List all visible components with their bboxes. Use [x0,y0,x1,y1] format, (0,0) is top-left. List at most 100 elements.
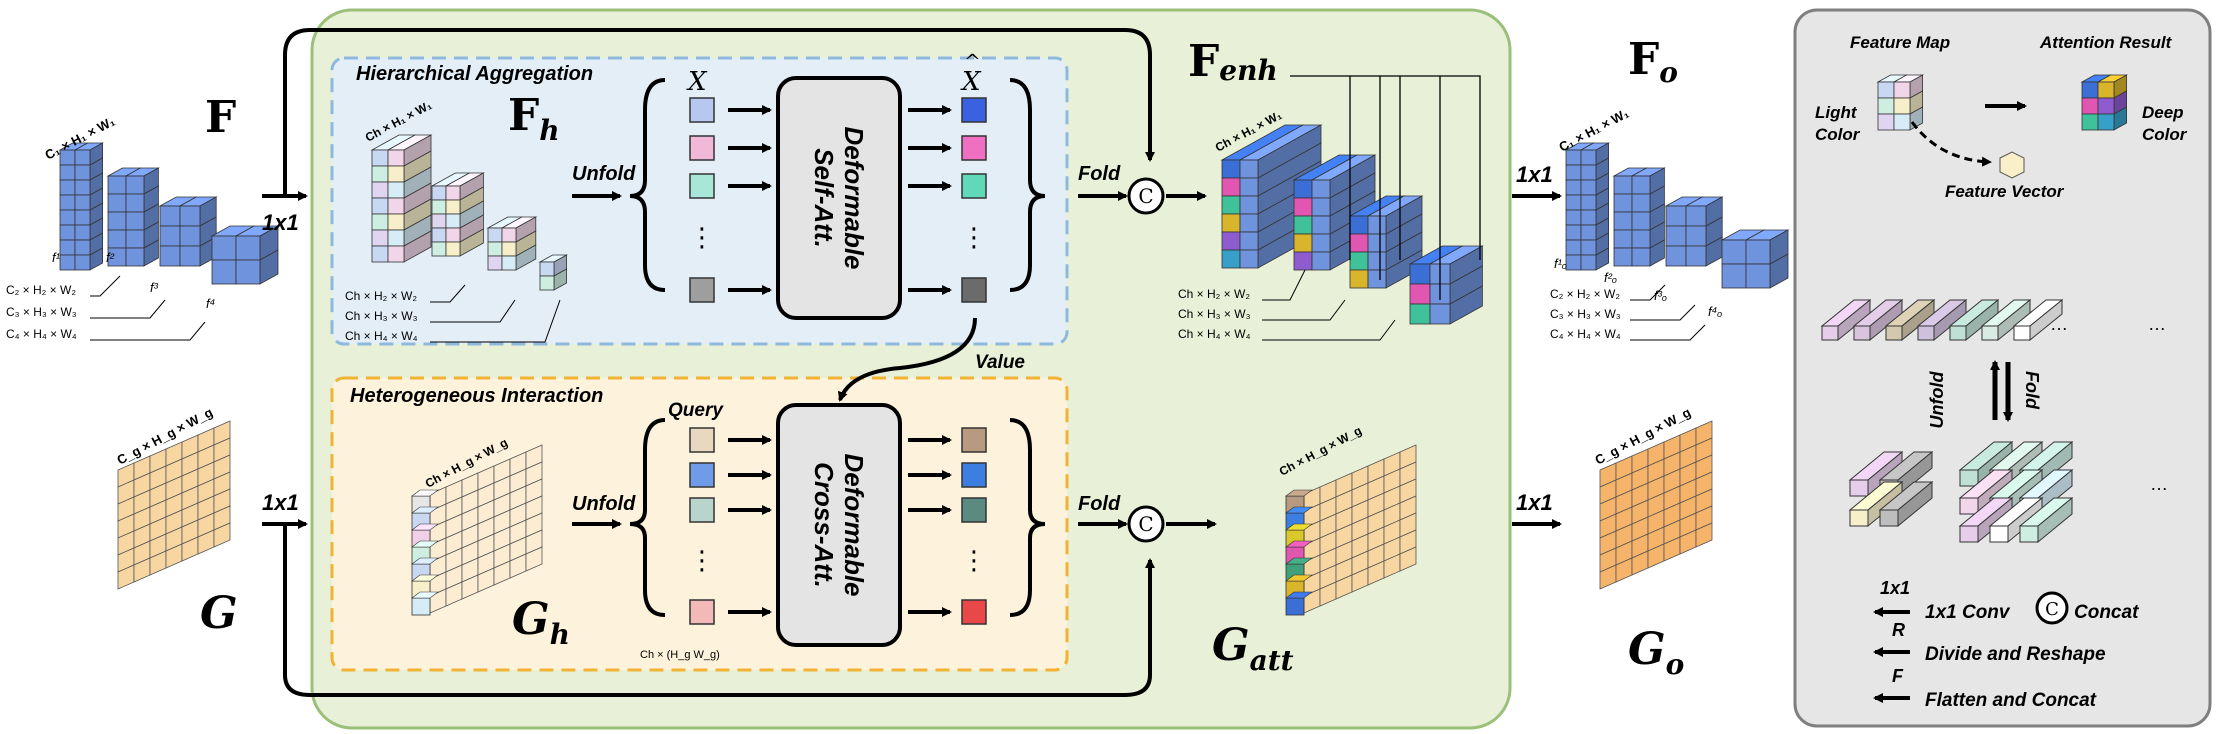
Fo-label: Fo [1628,34,1678,89]
Xhat-label: X [960,67,982,97]
legend-stacked-bars [1848,440,2074,544]
legend-deep-color-2: Color [2142,125,2188,144]
dca-line2: Cross-Att. [809,462,839,588]
xTokens-ellipsis: ⋮ [689,223,715,253]
concat-top-symbol: C [1138,184,1153,208]
f3-label: f³ [150,280,159,295]
f1-label: f¹ [52,250,61,265]
gh-sheet [411,444,543,616]
legend-feature-vector: Feature Vector [1945,182,2065,201]
legend-conv-mark: 1x1 [1880,578,1910,598]
Fh-dim-3: Ch × H₃ × W₃ [345,309,418,323]
legend-fold: Fold [2022,371,2042,410]
fo2-label: f²ₒ [1604,270,1617,285]
Gatt-grid [1285,444,1417,616]
right-brace-top [1009,78,1046,292]
query-label: Query [668,400,724,421]
legend-divide-mark: R [1892,620,1905,640]
Fo-pyramid [1564,142,1790,289]
F-dim-2: C₂ × H₂ × W₂ [6,283,76,297]
xhat-token-column: ⋮ [961,97,987,303]
Fh-dim-2: Ch × H₂ × W₂ [345,289,417,303]
F-dim-4: C₄ × H₄ × W₄ [6,327,77,341]
xTokens-token-0 [689,97,715,123]
Gatt-label: Gatt [1212,620,1294,677]
skip-connection-bottom [283,524,1155,697]
concat-bottom [1127,505,1165,543]
fh1-block [370,134,433,263]
left-brace-top [629,78,666,292]
qTokens-ellipsis: ⋮ [689,546,715,576]
x-to-dsa-arrows [728,105,772,295]
query-to-dca-arrows [728,435,772,617]
legend-flatten: Flatten and Concat [1925,690,2097,711]
legend-ellipsis-1: … [2050,314,2068,334]
f2-label: f² [106,250,115,265]
f4-block [210,225,280,285]
Fenh-dim-3: Ch × H₃ × W₃ [1178,307,1251,321]
conv-1x1-bottom-label: 1x1 [262,490,299,515]
feature-G-grid [117,420,231,590]
concat-top [1127,177,1165,215]
Fenh-connector-lines [1290,75,1481,300]
fo2-block [1612,167,1666,267]
f3-block [158,196,218,267]
Gh-seq-dim: Ch × (H_g W_g) [640,649,720,661]
legend-ar-block [2080,74,2129,131]
Gh-grid [411,444,543,616]
conv-1x1-right-top-label: 1x1 [1516,162,1553,187]
legend-concat-circle [2035,591,2069,625]
legend-flatten-mark: F [1892,666,1904,686]
legend-ellipsis-2: … [2148,314,2166,334]
legend-divide: Divide and Reshape [1925,644,2106,665]
fh3-block [486,216,538,271]
oTokens-token-0 [961,427,987,453]
out-token-column: ⋮ [961,427,987,625]
deformable-cross-attention-box [776,403,902,647]
xTokens-token-3 [689,277,715,303]
value-label: Value [975,352,1025,373]
dsa-line2: Self-Att. [809,148,839,248]
Fh-dims-list: Ch × H₂ × W₂ Ch × H₃ × W₃ Ch × H₄ × W₄ [345,284,561,343]
Fenh-dim-4: Ch × H₄ × W₄ [1178,327,1251,341]
Go-label: Go [1628,624,1684,681]
fo4-block [1720,229,1790,289]
left-brace-bottom [629,418,666,617]
value-arrow [837,317,977,402]
F-dim-3: C₃ × H₃ × W₃ [6,305,77,319]
hierarchical-aggregation-title: Hierarchical Aggregation [356,63,593,85]
concat-bottom-symbol: C [1138,512,1153,536]
legend-feature-map: Feature Map [1850,33,1950,52]
heterogeneous-interaction-title: Heterogeneous Interaction [350,385,603,407]
dsa-to-xhat-arrows [908,105,952,295]
Fh-pyramid [370,134,569,291]
dca-line1: Deformable [839,453,869,596]
Fo-dims-list: C₂ × H₂ × W₂ C₃ × H₃ × W₃ C₄ × H₄ × W₄ [1550,284,1706,341]
unfold-bottom-label: Unfold [572,493,636,515]
skip-connection-top [283,28,1155,196]
legend-fm-block [1876,74,1925,131]
oTokens-token-2 [961,497,987,523]
fo3-block [1664,196,1724,267]
dca-to-out-arrows [908,435,952,617]
G-label: G [200,588,238,639]
fh4-block [538,254,569,291]
legend-ellipsis-3: … [2150,474,2168,494]
legend-attention-result: Attention Result [2039,33,2173,52]
qTokens-token-2 [689,497,715,523]
fo1-block [1564,142,1611,271]
Fenh-pyramid [1220,124,1484,325]
legend-unfold: Unfold [1927,371,1947,429]
Xhat-hat: ^ [964,49,981,73]
conv-1x1-right-bottom-label: 1x1 [1516,490,1553,515]
X-label: X [686,67,708,97]
fold-top-label: Fold [1078,163,1121,185]
fold-bottom-label: Fold [1078,493,1121,515]
xhatTokens-token-3 [961,277,987,303]
fenh3-block [1348,195,1424,289]
x-token-column: ⋮ [689,97,715,303]
xhatTokens-ellipsis: ⋮ [961,223,987,253]
xTokens-token-1 [689,135,715,161]
legend-light-color-1: Light [1815,103,1858,122]
xhatTokens-token-0 [961,97,987,123]
